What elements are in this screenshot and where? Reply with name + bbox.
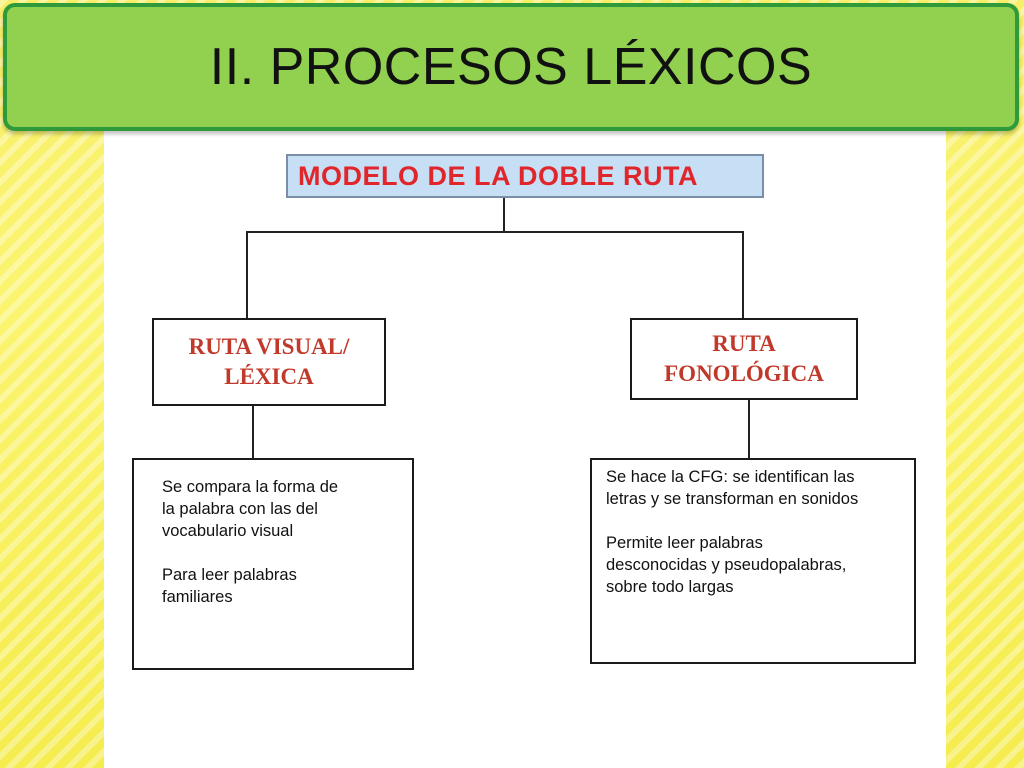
route-phonological-description-box: Se hace la CFG: se identifican las letra…: [590, 458, 916, 664]
content-panel: MODELO DE LA DOBLE RUTA RUTA VISUAL/ LÉX…: [104, 130, 946, 768]
route-visual-label-line2: LÉXICA: [224, 364, 314, 389]
route-phonological-label-line1: RUTA: [712, 331, 776, 356]
route-visual-description-1: Se compara la forma de la palabra con la…: [162, 478, 339, 540]
diagram-header-box: MODELO DE LA DOBLE RUTA: [286, 154, 764, 198]
route-visual-label-line1: RUTA VISUAL/: [188, 334, 350, 359]
double-route-diagram: MODELO DE LA DOBLE RUTA RUTA VISUAL/ LÉX…: [104, 130, 946, 768]
route-phonological-label: RUTA FONOLÓGICA: [664, 329, 824, 389]
route-visual-description-box: Se compara la forma de la palabra con la…: [132, 458, 414, 670]
connector-left-down: [246, 231, 248, 319]
connector-right-route-to-desc: [748, 400, 750, 459]
slide-title: II. PROCESOS LÉXICOS: [209, 38, 813, 96]
route-phonological-description-2: Permite leer palabras desconocidas y pse…: [606, 534, 847, 596]
diagram-header-text: MODELO DE LA DOBLE RUTA: [298, 160, 698, 191]
route-phonological-description-1: Se hace la CFG: se identifican las letra…: [606, 468, 859, 508]
connector-right-down: [742, 231, 744, 319]
slide-title-bar: II. PROCESOS LÉXICOS: [3, 3, 1019, 131]
connector-horizontal: [246, 231, 744, 233]
connector-left-route-to-desc: [252, 406, 254, 459]
route-visual-description-2: Para leer palabras familiares: [162, 566, 297, 606]
connector-header-down: [503, 198, 505, 232]
route-phonological-label-line2: FONOLÓGICA: [664, 361, 824, 386]
route-visual-label: RUTA VISUAL/ LÉXICA: [189, 332, 350, 392]
route-visual-box: RUTA VISUAL/ LÉXICA: [152, 318, 386, 406]
route-phonological-box: RUTA FONOLÓGICA: [630, 318, 858, 400]
